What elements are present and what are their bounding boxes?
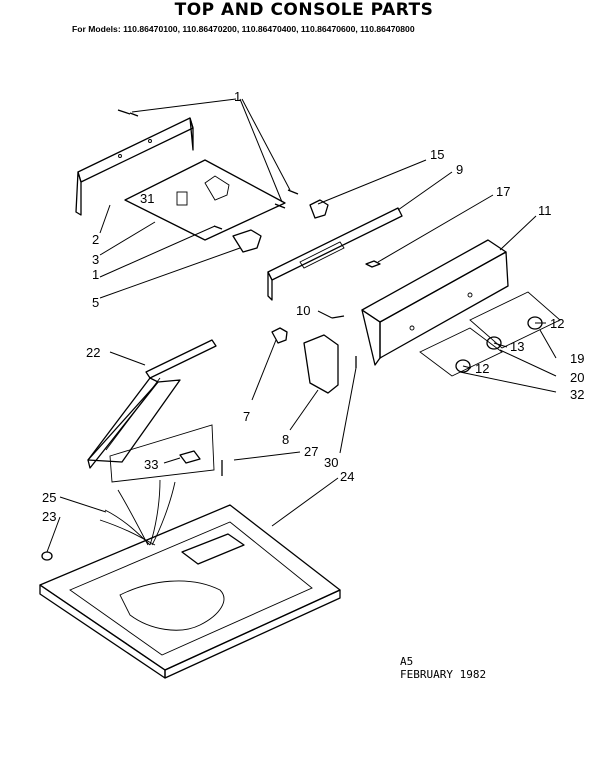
part-10-screw	[331, 315, 345, 319]
label-9: 9	[456, 162, 464, 177]
harness-top	[119, 580, 225, 631]
part-3-bracket	[124, 159, 286, 241]
label-12-lower: 12	[475, 361, 490, 376]
knob-area	[419, 291, 561, 377]
label-7: 7	[243, 409, 251, 424]
part-22-frame	[87, 339, 217, 469]
label-12-upper: 12	[550, 316, 565, 331]
label-1-top: 1	[234, 89, 242, 104]
part-5	[232, 229, 262, 253]
label-5: 5	[92, 295, 100, 310]
label-11: 11	[538, 203, 552, 218]
part-25-harness	[99, 479, 176, 546]
part-11-console	[361, 239, 509, 366]
page-title: TOP AND CONSOLE PARTS	[174, 0, 434, 20]
footer-code: A5	[400, 655, 414, 668]
label-20: 20	[570, 370, 585, 385]
label-3: 3	[92, 252, 100, 267]
part-7	[271, 327, 288, 344]
screw-1-lower	[213, 225, 223, 230]
part-17	[365, 260, 381, 268]
label-33: 33	[144, 457, 159, 472]
wiring-plate	[109, 424, 215, 483]
label-19: 19	[570, 351, 585, 366]
label-2: 2	[92, 232, 100, 247]
label-8: 8	[282, 432, 290, 447]
part-8	[303, 334, 339, 394]
label-23: 23	[42, 509, 57, 524]
label-30: 30	[324, 455, 339, 470]
label-31: 31	[140, 191, 155, 206]
label-32: 32	[570, 387, 585, 402]
leader-lines	[46, 98, 557, 553]
label-1-mid: 1	[92, 267, 100, 282]
label-13: 13	[510, 339, 525, 354]
part-15	[309, 199, 329, 219]
part-33	[179, 450, 201, 464]
label-24: 24	[340, 469, 355, 484]
part-2-panel	[75, 117, 194, 216]
part-24-top	[39, 504, 341, 679]
label-27: 27	[304, 444, 319, 459]
footer-date: FEBRUARY 1982	[400, 668, 487, 681]
model-list: For Models: 110.86470100, 110.86470200, …	[72, 24, 415, 34]
part-9-bar	[267, 207, 403, 301]
label-10: 10	[296, 303, 311, 318]
label-15: 15	[430, 147, 445, 162]
screws-1	[117, 109, 299, 209]
part-23	[41, 551, 53, 561]
label-22: 22	[86, 345, 101, 360]
label-25: 25	[42, 490, 57, 505]
label-17: 17	[496, 184, 511, 199]
